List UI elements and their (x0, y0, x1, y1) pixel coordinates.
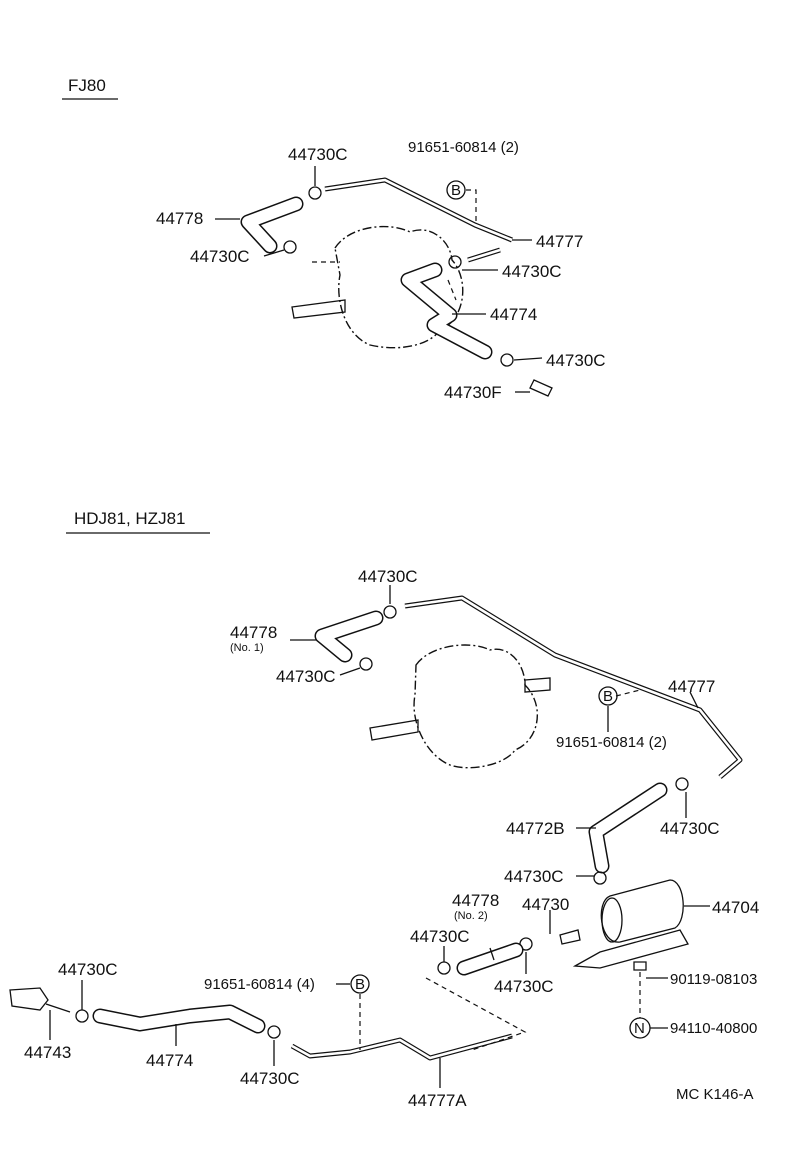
fj80-section: FJ80 B (62, 76, 606, 402)
label-clamp-lower: 44730C (546, 351, 606, 370)
diagram-code: MC K146-A (676, 1086, 754, 1103)
label-tank-44704: 44704 (712, 898, 759, 917)
clamp-icon (593, 871, 607, 885)
section-title-fj80: FJ80 (68, 76, 106, 95)
label-hose-44778-no1: 44778 (230, 623, 277, 642)
booster-rod (369, 719, 419, 741)
callout-b-icon (350, 974, 370, 994)
clamp-icon (437, 961, 451, 975)
tank-bracket (572, 929, 689, 969)
label-pipe-clamp-4: 91651-60814 (4) (204, 976, 315, 993)
clamp-icon (383, 605, 397, 619)
label-hose-44778-no2: 44778 (452, 891, 499, 910)
callout-n-label: N (634, 1020, 645, 1037)
label-hose-44778: 44778 (156, 209, 203, 228)
clamp-icon (675, 777, 689, 791)
label-pump-44743: 44743 (24, 1043, 71, 1062)
label-clamp-left: 44730C (190, 247, 250, 266)
label-clamp-no2-left: 44730C (410, 927, 470, 946)
label-clamp-top: 44730C (358, 567, 418, 586)
label-tube-44777a: 44777A (408, 1091, 467, 1110)
label-hose-44774: 44774 (490, 305, 537, 324)
callout-b1-label: B (603, 688, 613, 705)
label-no2-note: (No. 2) (454, 910, 488, 922)
booster-rod (291, 299, 346, 319)
clamp-icon (75, 1009, 89, 1023)
label-valve-44730f: 44730F (444, 383, 502, 402)
brake-booster (413, 644, 539, 769)
label-clamp-bottom: 44730C (240, 1069, 300, 1088)
clamp-icon (267, 1025, 281, 1039)
label-bolt-ref: 90119-08103 (670, 971, 757, 988)
label-hose-44772b: 44772B (506, 819, 565, 838)
clamp-icon (359, 657, 373, 671)
section-title-hdj81: HDJ81, HZJ81 (74, 509, 185, 528)
label-clamp-no2-right: 44730C (494, 977, 554, 996)
hdj81-section: HDJ81, HZJ81 (9, 509, 759, 1110)
clamp-icon (448, 255, 462, 269)
label-clamp-far-left: 44730C (58, 960, 118, 979)
label-tube-44777: 44777 (668, 677, 715, 696)
tube-44777a (291, 1034, 513, 1060)
tube-44777 (324, 178, 513, 242)
label-tube-44777: 44777 (536, 232, 583, 251)
vacuum-tank-44704 (572, 879, 689, 969)
label-clamp-right: 44730C (502, 262, 562, 281)
label-clamp-mid: 44730C (504, 867, 564, 886)
tube-44777 (404, 596, 742, 778)
clamp-icon (500, 353, 514, 367)
callout-b-label: B (451, 182, 461, 199)
label-clamp-left: 44730C (276, 667, 336, 686)
label-valve-44730: 44730 (522, 895, 569, 914)
label-no1-note: (No. 1) (230, 642, 264, 654)
label-clamp-right: 44730C (660, 819, 720, 838)
check-valve-icon (529, 379, 553, 397)
clamp-icon (308, 186, 322, 200)
callout-b2-label: B (355, 976, 365, 993)
brake-booster (334, 225, 464, 349)
label-hose-44774: 44774 (146, 1051, 193, 1070)
label-nut-ref: 94110-40800 (670, 1020, 757, 1037)
label-clamp-top: 44730C (288, 145, 348, 164)
booster-outlet (524, 677, 551, 693)
label-pipe-clamp-2: 91651-60814 (2) (556, 734, 667, 751)
callout-b-icon (446, 180, 466, 200)
vacuum-pump-44743 (9, 987, 49, 1011)
check-valve-icon (559, 929, 581, 945)
bolt-icon (633, 961, 647, 971)
clamp-icon (283, 240, 297, 254)
label-pipe-clamp: 91651-60814 (2) (408, 139, 519, 156)
